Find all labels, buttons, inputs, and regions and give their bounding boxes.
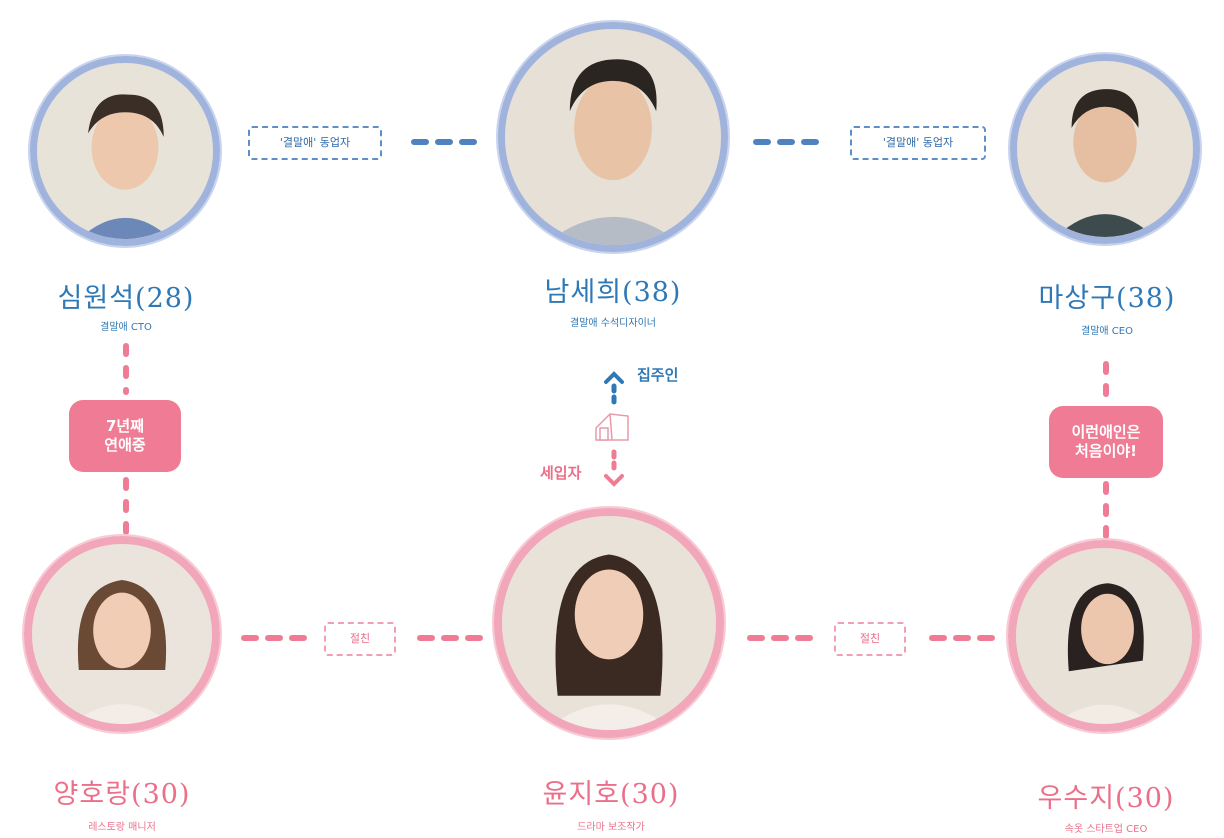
name-nam: 남세희(38) bbox=[544, 277, 682, 308]
relation-cofounder-left: '결말애' 동업자 bbox=[248, 126, 382, 160]
relation-tenant-label: 세입자 bbox=[540, 464, 582, 482]
portrait-nam bbox=[498, 22, 728, 252]
relation-firstlove-badge: 이런애인은 처음이야! bbox=[1049, 406, 1163, 478]
portrait-yang bbox=[24, 536, 220, 732]
role-ma: 결말애 CEO bbox=[1081, 326, 1133, 337]
relation-landlord-label: 집주인 bbox=[637, 366, 679, 384]
relation-friend-left: 절친 bbox=[324, 622, 396, 656]
name-ma: 마상구(38) bbox=[1038, 283, 1176, 314]
portrait-yoon bbox=[494, 508, 724, 738]
portrait-woo bbox=[1008, 540, 1200, 732]
role-nam: 결말애 수석디자이너 bbox=[570, 318, 656, 329]
relation-friend-right: 절친 bbox=[834, 622, 906, 656]
arrow-up-icon bbox=[604, 371, 624, 384]
name-shim: 심원석(28) bbox=[57, 283, 195, 314]
name-yang: 양호랑(30) bbox=[53, 779, 191, 810]
name-woo: 우수지(30) bbox=[1037, 783, 1175, 814]
arrow-down-icon bbox=[604, 474, 624, 487]
house-icon bbox=[595, 413, 629, 441]
relation-dating-badge: 7년째 연애중 bbox=[69, 400, 181, 472]
portrait-shim bbox=[30, 56, 220, 246]
role-yang: 레스토랑 매니저 bbox=[88, 822, 156, 833]
relation-cofounder-right: '결말애' 동업자 bbox=[850, 126, 986, 160]
name-yoon: 윤지호(30) bbox=[542, 779, 680, 810]
role-shim: 결말애 CTO bbox=[100, 322, 152, 333]
portrait-ma bbox=[1010, 54, 1200, 244]
role-yoon: 드라마 보조작가 bbox=[577, 822, 645, 833]
role-woo: 속옷 스타트업 CEO bbox=[1064, 824, 1148, 835]
